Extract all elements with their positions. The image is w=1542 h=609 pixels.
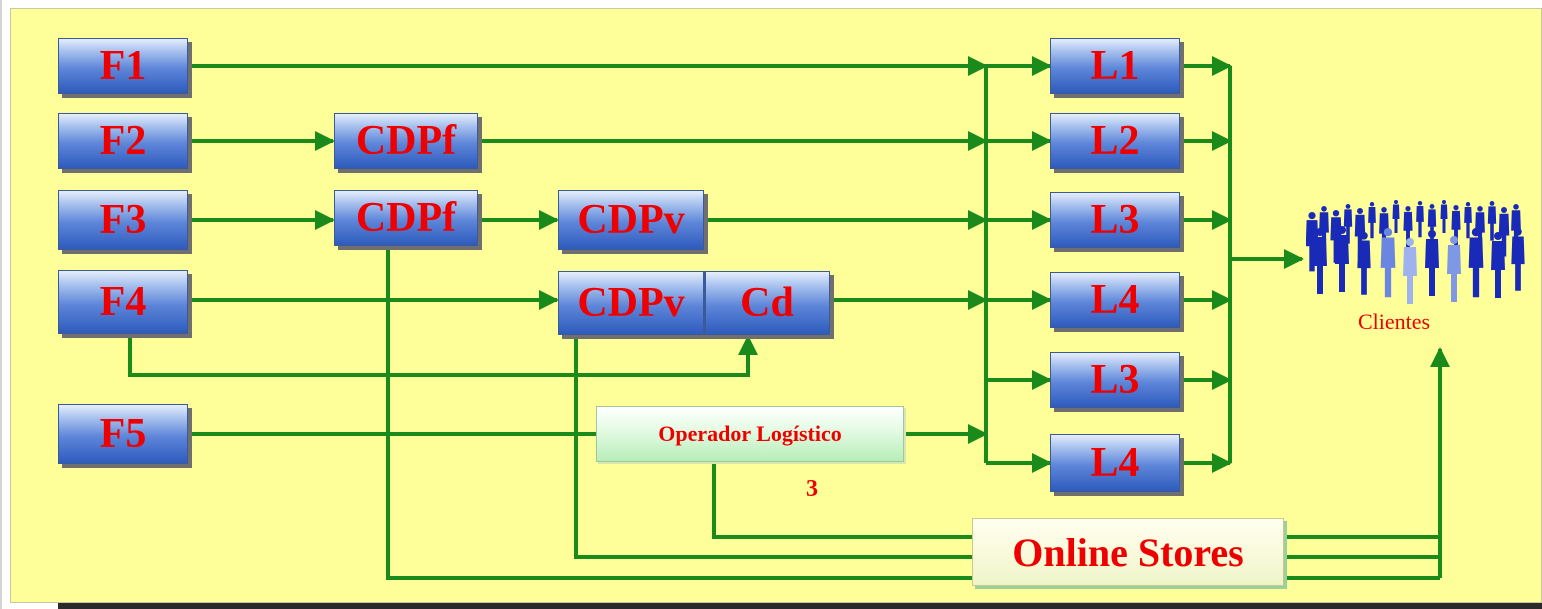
person-figure xyxy=(1447,236,1461,302)
person-figure xyxy=(1440,200,1448,233)
person-figure xyxy=(1319,206,1329,253)
clients-label: Clientes xyxy=(1358,309,1431,334)
node-store-l3b: L3 xyxy=(1050,352,1180,408)
node-cdpv-2: CDPv xyxy=(558,271,704,335)
person-figure xyxy=(1511,228,1525,291)
person-figure xyxy=(1491,232,1505,298)
node-supplier-f5: F5 xyxy=(58,404,188,464)
person-figure xyxy=(1368,202,1376,239)
person-figure xyxy=(1403,238,1417,304)
node-store-l3: L3 xyxy=(1050,192,1180,248)
node-cd: Cd xyxy=(704,271,830,335)
operator-footnote: 3 xyxy=(806,476,818,502)
person-figure xyxy=(1313,228,1327,294)
node-supplier-f4: F4 xyxy=(58,270,188,334)
node-store-l4b: L4 xyxy=(1050,434,1180,492)
node-cdpf-2: CDPf xyxy=(334,190,478,246)
frame-edge xyxy=(0,0,2,609)
crowd-people-icon xyxy=(1306,200,1525,304)
person-figure xyxy=(1357,232,1371,295)
person-figure xyxy=(1487,201,1497,241)
node-store-l1: L1 xyxy=(1050,38,1180,94)
edge-cdpf2-online xyxy=(386,244,972,580)
person-figure xyxy=(1416,201,1424,238)
person-figure xyxy=(1464,202,1472,239)
node-online-stores: Online Stores xyxy=(972,518,1284,586)
node-supplier-f2: F2 xyxy=(58,113,188,169)
node-cdpv-1: CDPv xyxy=(558,190,704,250)
cdpv-cd-divider xyxy=(704,271,706,335)
bottom-bar xyxy=(58,603,1542,609)
person-figure xyxy=(1498,207,1510,257)
person-figure xyxy=(1403,206,1413,249)
node-supplier-f1: F1 xyxy=(58,38,188,94)
person-figure xyxy=(1392,200,1400,233)
node-store-l4: L4 xyxy=(1050,272,1180,328)
node-supplier-f3: F3 xyxy=(58,190,188,250)
person-figure xyxy=(1468,228,1484,298)
edge-cdpv2-online xyxy=(574,336,972,559)
person-figure xyxy=(1425,230,1439,296)
person-figure xyxy=(1354,208,1366,258)
person-figure xyxy=(1335,226,1349,292)
person-figure xyxy=(1343,204,1353,244)
node-store-l2: L2 xyxy=(1050,113,1180,169)
node-cdpf-1: CDPf xyxy=(334,113,478,169)
person-figure xyxy=(1427,204,1437,244)
person-figure xyxy=(1306,212,1319,272)
node-operador-logistico: Operador Logístico xyxy=(596,406,904,462)
person-figure xyxy=(1451,205,1461,248)
person-figure xyxy=(1380,228,1396,298)
edge-operator-online xyxy=(712,463,972,539)
edge-f4-cd xyxy=(128,335,758,377)
